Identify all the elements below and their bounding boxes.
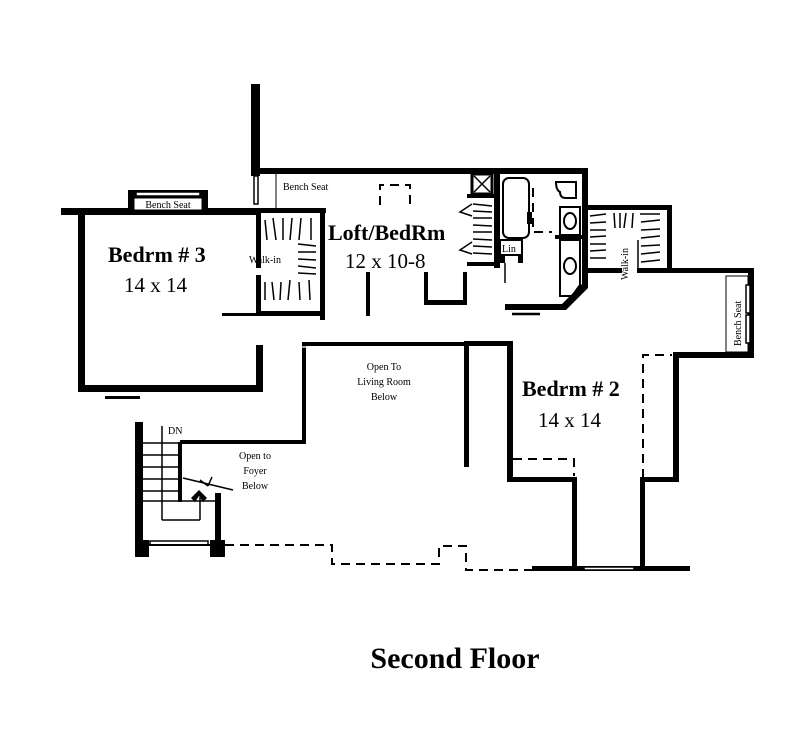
open-living-label-2: Living Room	[357, 377, 411, 388]
walkin-closet-bedrm2	[586, 205, 753, 273]
walkin-label-bedrm3: Walk-in	[249, 255, 281, 266]
floor-title: Second Floor	[370, 642, 540, 675]
room-size-bedrm3: 14 x 14	[124, 273, 188, 297]
open-living-label-1: Open To	[367, 362, 401, 373]
linen-label: Lin	[502, 244, 516, 255]
walkin-label-bedrm2: Walk-in	[620, 248, 631, 280]
bench-seat-label-bedrm2: Bench Seat	[733, 301, 744, 346]
room-name-loft: Loft/BedRm	[328, 220, 445, 245]
open-foyer-label-2: Foyer	[243, 466, 267, 477]
open-living-label-3: Below	[371, 392, 398, 403]
bench-seat-label: Bench Seat	[145, 200, 190, 211]
bathroom	[494, 168, 588, 316]
room-size-loft: 12 x 10-8	[345, 249, 426, 273]
room-size-bedrm2: 14 x 14	[538, 408, 602, 432]
room-name-bedrm2: Bedrm # 2	[522, 376, 620, 401]
staircase	[135, 422, 234, 557]
lower-floor-outline	[225, 544, 532, 571]
room-name-bedrm3: Bedrm # 3	[108, 242, 206, 267]
loft-bedroom	[251, 168, 588, 316]
bedroom-3: Bench Seat	[61, 190, 263, 399]
stairs-down-label: DN	[168, 426, 182, 437]
wall-top-stub	[251, 84, 260, 176]
walkin-closet-bedrm3	[256, 208, 326, 320]
open-foyer-label-1: Open to	[239, 451, 271, 462]
bench-seat-label-loft: Bench Seat	[283, 182, 328, 193]
bedroom-2	[464, 268, 754, 571]
open-foyer-label-3: Below	[242, 481, 269, 492]
open-to-living-railing	[180, 342, 466, 444]
